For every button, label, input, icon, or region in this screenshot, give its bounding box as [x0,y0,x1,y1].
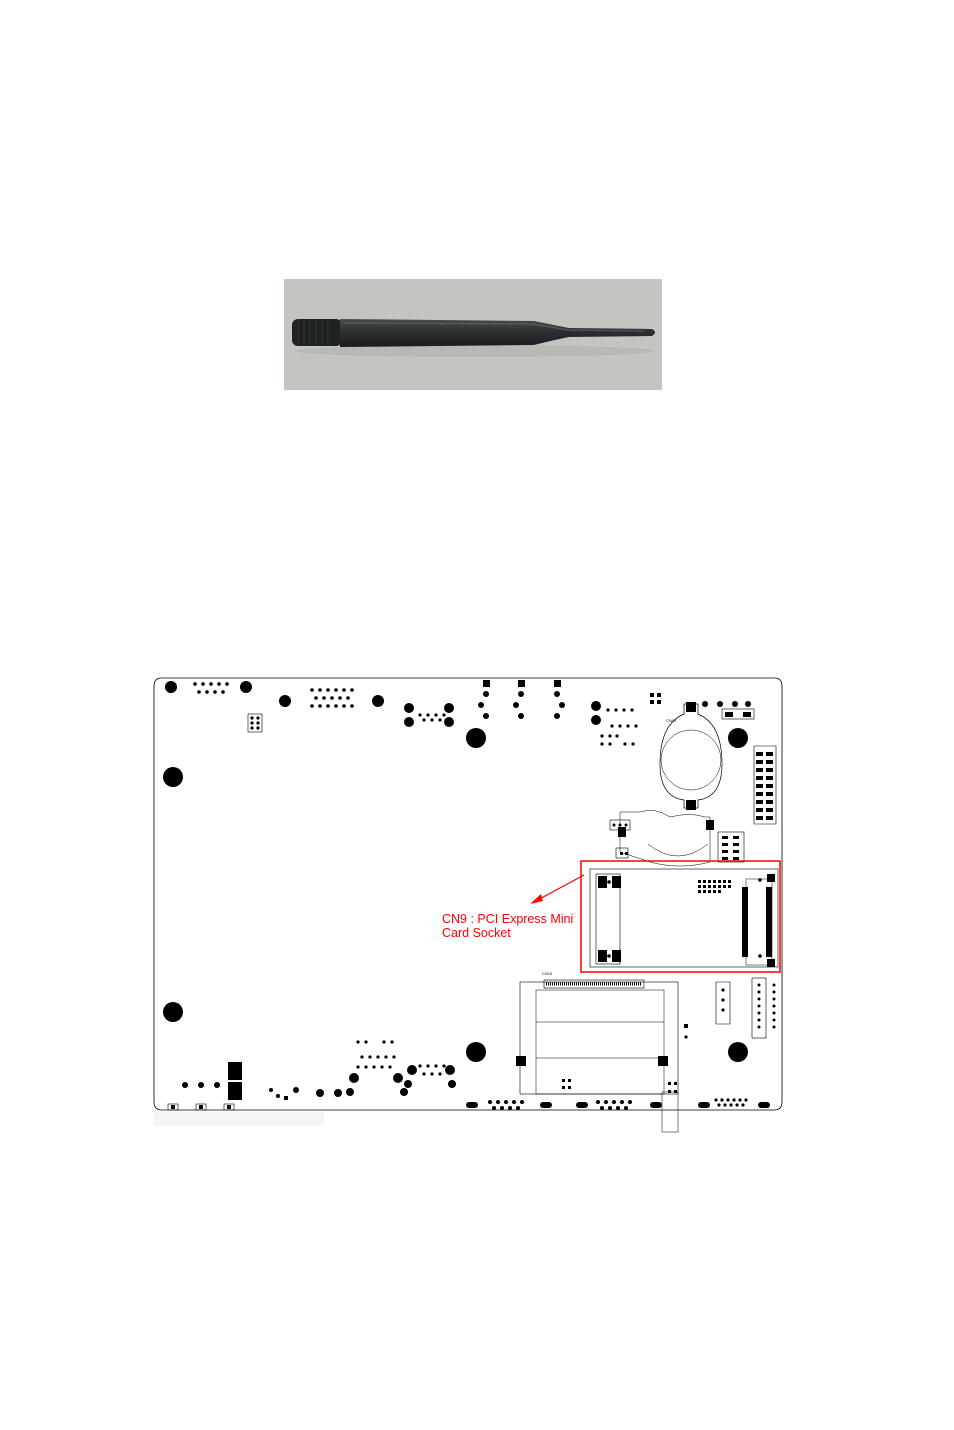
antenna-photo [284,279,662,390]
board-diagram: CN13 [150,672,790,1142]
cn9-label-line2: Card Socket [442,926,511,941]
svg-text:CN13: CN13 [666,718,677,723]
antenna-image [284,279,662,390]
board-layout-drawing: CN13 [150,672,790,1142]
svg-text:CN10: CN10 [542,971,553,976]
cn9-label-line1: CN9 : PCI Express Mini [442,912,573,927]
